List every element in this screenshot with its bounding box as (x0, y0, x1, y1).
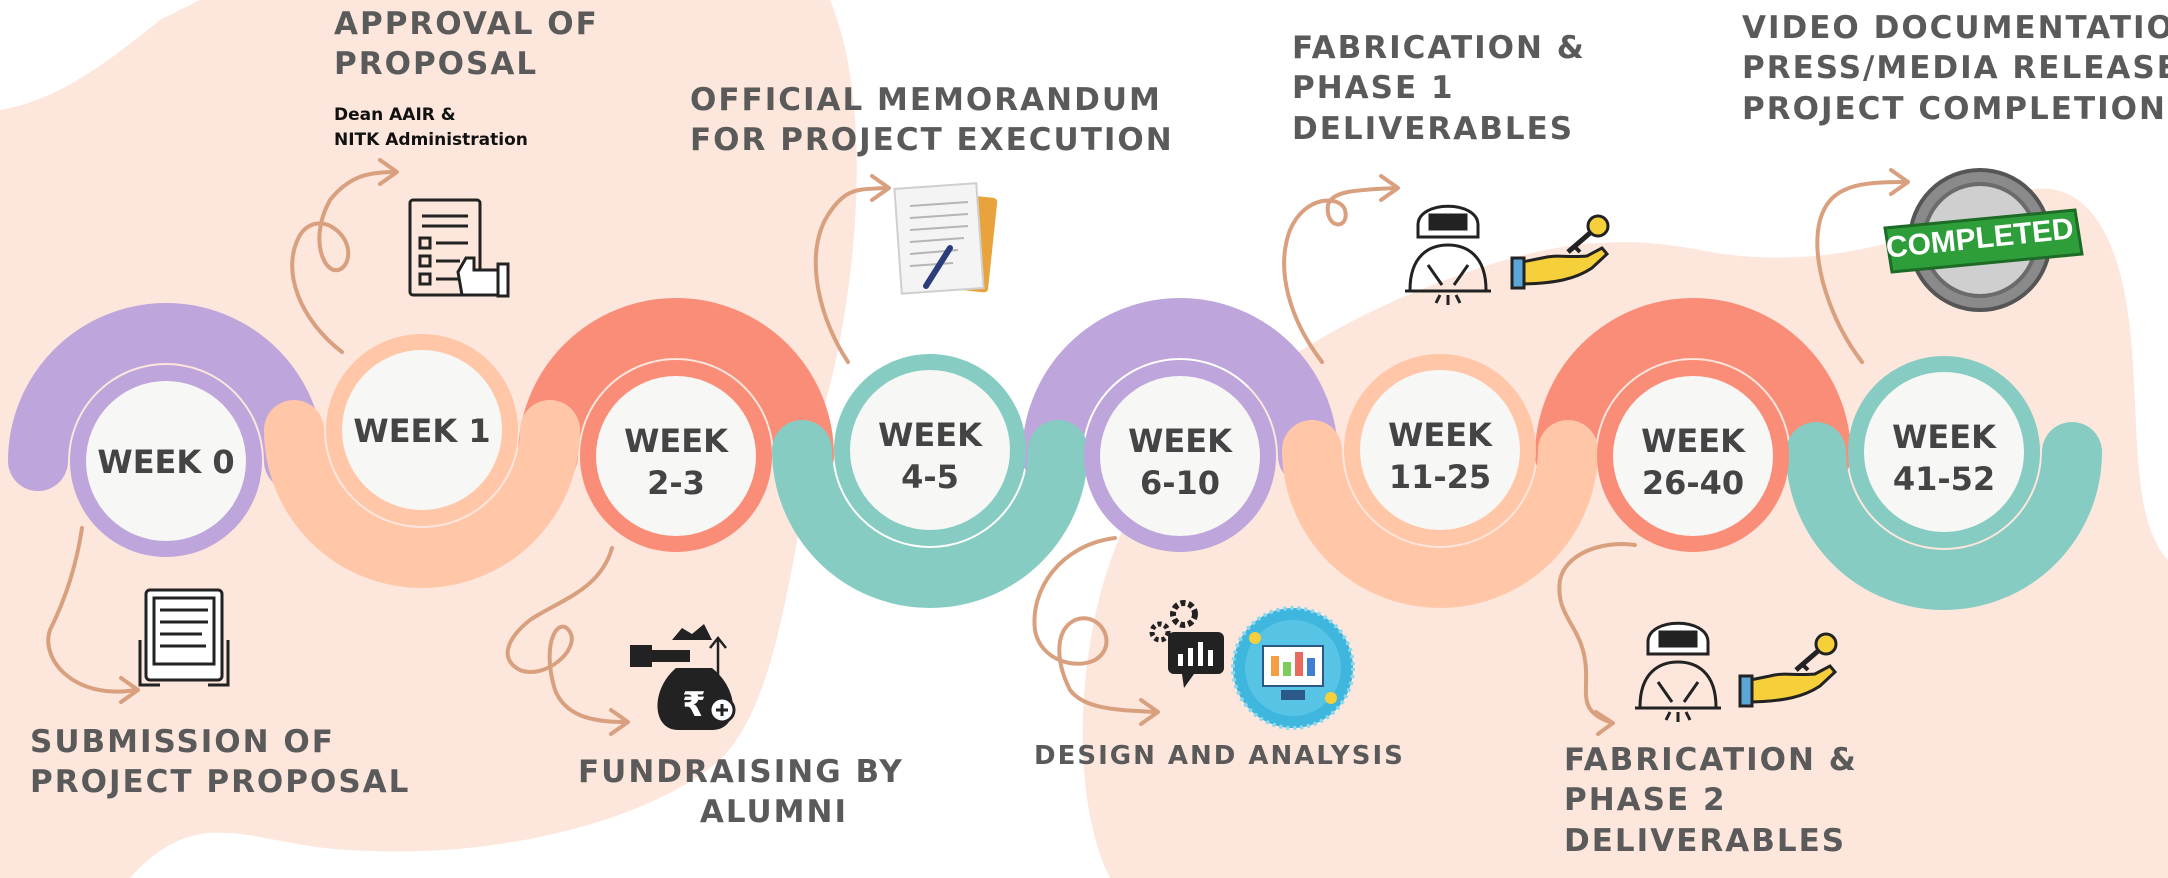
milestone-disc (1100, 376, 1260, 536)
milestone-week-range: 11-25 (1389, 458, 1491, 496)
arrow-memo (813, 186, 887, 364)
rupee-money-bag-icon: ₹ (630, 624, 736, 730)
completed-stamp-icon: COMPLETED (1883, 168, 2084, 312)
arrow-fab2 (1557, 542, 1637, 724)
document-icon (893, 182, 998, 295)
welder-icon (1635, 621, 1721, 722)
milestone-disc (86, 381, 246, 541)
arrow-approval-head (378, 158, 399, 186)
arrow-submission-head (119, 676, 140, 704)
milestone-week-2: WEEK 2-3 (580, 360, 772, 552)
milestone-week-range: 41-52 (1893, 460, 1995, 498)
milestone-week-3: WEEK 4-5 (834, 354, 1026, 546)
milestone-week-6: WEEK 26-40 (1597, 360, 1789, 552)
arrow-design (1032, 536, 1157, 714)
arrow-fundraising-head (609, 708, 630, 736)
milestone-week-4: WEEK 6-10 (1084, 360, 1276, 552)
arrow-approval (290, 170, 397, 354)
band-arc-7 (1786, 422, 2102, 610)
milestone-week-label: WEEK (1641, 422, 1746, 460)
arrow-design-head (1139, 698, 1160, 726)
band-arc-5 (1282, 420, 1598, 608)
label-approval-authority: Dean AAIR &NITK Administration (334, 105, 528, 150)
tablet-icon (138, 588, 230, 687)
milestone-disc (1613, 376, 1773, 536)
band-arc-3 (772, 420, 1088, 608)
checklist-icon (408, 198, 510, 298)
timeline-band-lower (264, 400, 2102, 610)
milestone-week-range: 26-40 (1642, 464, 1744, 502)
band-arc-4 (1022, 298, 1338, 486)
milestone-week-label: WEEK (1128, 422, 1233, 460)
milestone-week-label: WEEK (1388, 416, 1493, 454)
arrow-video-head (1889, 168, 1910, 196)
welder-icon (1405, 204, 1491, 305)
milestone-week-7: WEEK 41-52 (1848, 356, 2040, 548)
arrow-fab2-head (1594, 710, 1615, 736)
arrow-video (1815, 180, 1907, 364)
milestone-week-label: WEEK 1 (353, 412, 490, 450)
milestone-week-label: WEEK (624, 422, 729, 460)
milestone-disc (1864, 372, 2024, 532)
band-arc-0 (8, 303, 324, 491)
band-arc-2 (518, 298, 834, 486)
milestone-week-0: WEEK 0 (70, 365, 262, 557)
milestone-week-1: WEEK 1 (326, 334, 518, 526)
milestone-week-5: WEEK 11-25 (1344, 354, 1536, 546)
milestone-disc (1360, 370, 1520, 530)
milestone-week-label: WEEK (1892, 418, 1997, 456)
band-arc-1 (264, 400, 580, 588)
milestone-week-range: 6-10 (1140, 464, 1220, 502)
milestone-disc (342, 350, 502, 510)
key-hand-icon (1738, 632, 1838, 708)
milestone-disc (850, 370, 1010, 530)
design-analysis-icon (1231, 606, 1355, 730)
milestone-week-range: 2-3 (647, 464, 705, 502)
arrow-fab1 (1282, 186, 1397, 364)
arrow-fundraising (505, 546, 627, 724)
timeline-band-upper (8, 298, 1851, 491)
milestone-circles: WEEK 0 WEEK 1 WEEK 2-3 WEEK 4-5 WEEK 6-10 WEEK 11… (70, 334, 2040, 557)
label-video-documentation: VIDEO DOCUMENTATION,PRESS/MEDIA RELEASE … (1742, 10, 2168, 127)
gears-chart-icon (1149, 600, 1224, 688)
label-design-and-analysis: DESIGN AND ANALYSIS (1034, 741, 1405, 771)
arrow-memo-head (870, 174, 891, 202)
band-arc-6 (1535, 298, 1851, 486)
milestone-week-range: 4-5 (901, 458, 959, 496)
background-blob-right (1082, 188, 2168, 878)
arrow-fab1-head (1379, 174, 1400, 202)
arrow-submission (46, 526, 137, 694)
key-hand-icon (1510, 214, 1610, 290)
milestone-week-label: WEEK (878, 416, 983, 454)
milestone-disc (596, 376, 756, 536)
milestone-week-label: WEEK 0 (97, 443, 234, 481)
svg-text:₹: ₹ (682, 685, 706, 725)
